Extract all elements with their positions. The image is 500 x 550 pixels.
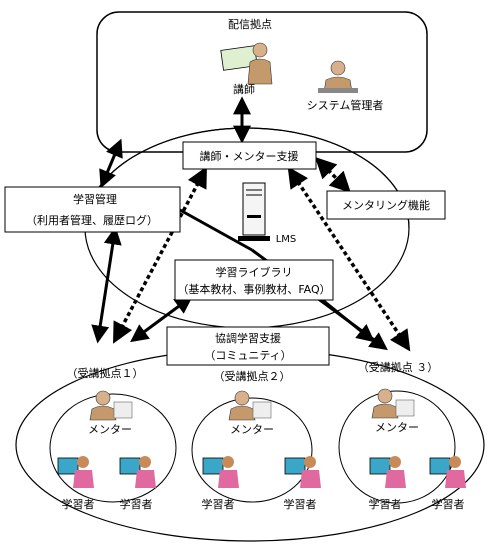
- arrow-support-site3: [287, 166, 411, 352]
- learner-label: 学習者: [432, 497, 465, 511]
- learner-icon: [429, 456, 466, 488]
- learner-label: 学習者: [284, 497, 317, 511]
- server-icon: [238, 182, 270, 241]
- collab-sub: （コミュニティ）: [204, 349, 291, 362]
- delivery-site-label: 配信拠点: [228, 18, 272, 31]
- arrow-mgmt-site1: [91, 226, 122, 344]
- learning-mgmt-box: [4, 186, 181, 233]
- site3-ellipse: [338, 390, 456, 504]
- system-admin-icon: [318, 60, 358, 93]
- mentor-label: メンター: [375, 421, 419, 434]
- learning-mgmt-label: 学習管理: [73, 192, 117, 206]
- arrow-support-mentoring: [315, 157, 351, 193]
- support-label: 講師・メンター支援: [200, 149, 299, 163]
- library-box: [174, 259, 334, 301]
- mentor-icon: [228, 390, 272, 421]
- mentor-icon: [89, 390, 133, 421]
- mentoring-box: [326, 190, 446, 220]
- collab-box: [166, 326, 330, 366]
- mentoring-label: メンタリング機能: [342, 198, 430, 212]
- site2-ellipse: [191, 397, 313, 503]
- learner-icon: [119, 456, 156, 488]
- site-label: （受講拠点２）: [214, 369, 291, 383]
- line-mgmt-lms: [179, 208, 253, 252]
- support-box: [182, 141, 317, 170]
- mentor-label: メンター: [88, 423, 132, 436]
- learner-icon: [284, 456, 321, 488]
- learner-label: 学習者: [62, 497, 95, 511]
- collab-label: 協調学習支援: [215, 331, 281, 345]
- mentor-icon: [371, 388, 415, 419]
- learner-icon: [202, 456, 239, 488]
- library-label: 学習ライブラリ: [216, 265, 293, 279]
- mentor-label: メンター: [230, 423, 274, 436]
- learner-icon: [369, 456, 406, 488]
- site-label: （受講拠点１）: [67, 366, 144, 380]
- learner-label: 学習者: [369, 497, 402, 511]
- site1-ellipse: [49, 393, 177, 503]
- learner-label: 学習者: [120, 497, 153, 511]
- learner-icon: [57, 456, 94, 488]
- instructor-label: 講師: [233, 82, 255, 96]
- arrow-mgmt-delivery: [99, 138, 123, 189]
- instructor-icon: [220, 42, 273, 85]
- sys-admin-label: システム管理者: [307, 98, 384, 112]
- lms-label: LMS: [276, 234, 297, 245]
- learning-mgmt-sub: （利用者管理、履歴ログ）: [26, 213, 158, 227]
- library-sub: （基本教材、事例教材、FAQ）: [177, 282, 330, 296]
- site-label: （受講拠点 ３）: [358, 360, 439, 374]
- learner-label: 学習者: [202, 497, 235, 511]
